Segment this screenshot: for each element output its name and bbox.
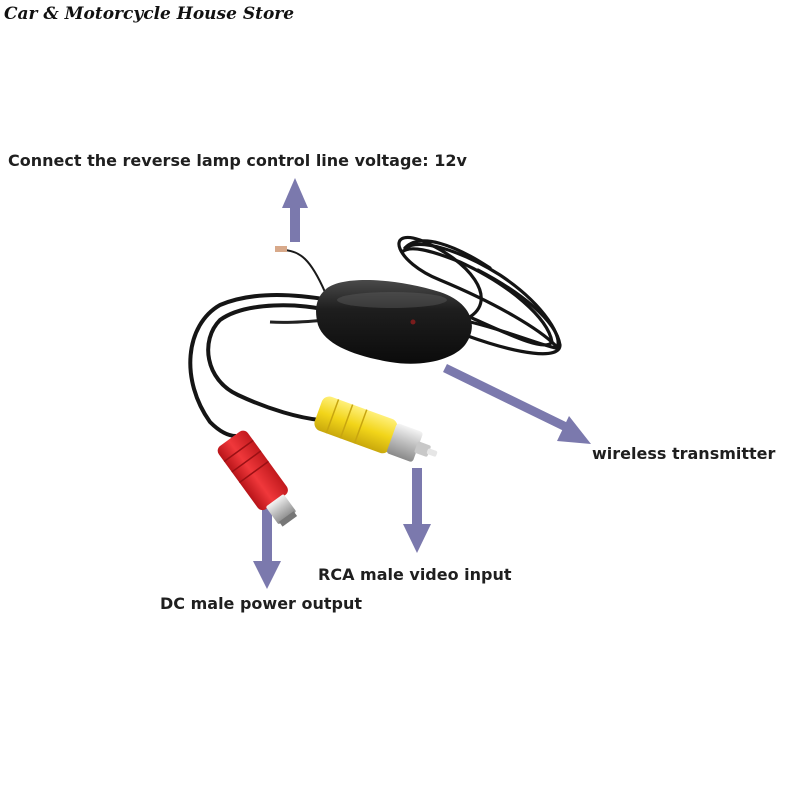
- arrow-reverse-lamp: [282, 178, 308, 242]
- dc-wire: [188, 293, 331, 438]
- arrow-dc-output: [253, 505, 281, 589]
- label-dc-output: DC male power output: [160, 594, 363, 613]
- arrow-rca-input: [403, 468, 431, 553]
- coiled-cable: [397, 236, 562, 356]
- transmitter-box: [316, 280, 472, 364]
- label-wireless-transmitter: wireless transmitter: [592, 444, 776, 463]
- rca-plug: [314, 396, 438, 462]
- label-reverse-lamp: Connect the reverse lamp control line vo…: [8, 151, 467, 170]
- rca-wire: [206, 303, 336, 422]
- label-rca-input: RCA male video input: [318, 565, 512, 584]
- reverse-lamp-wire: [284, 249, 326, 293]
- dc-plug: [217, 430, 298, 527]
- wire-tip: [275, 246, 287, 252]
- store-name: Car & Motorcycle House Store: [4, 4, 295, 24]
- arrow-wireless-transmitter: [443, 363, 591, 444]
